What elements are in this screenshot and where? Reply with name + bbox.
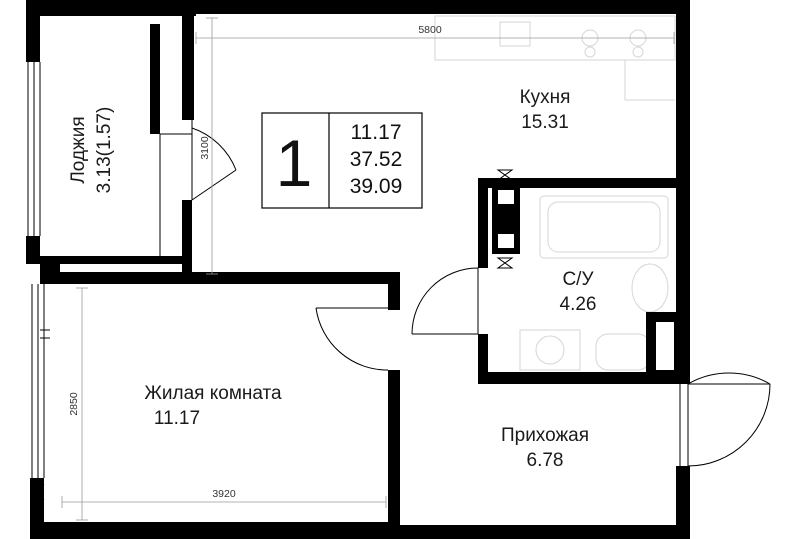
kitchen-loggia-door <box>159 120 237 256</box>
living-window <box>31 284 50 501</box>
dimension-kitchen-depth: 3100 <box>199 17 218 275</box>
kitchen-label: Кухня <box>520 87 571 108</box>
living-door <box>315 307 389 371</box>
hallway-label: Прихожая <box>501 425 589 446</box>
living-label: Жилая комната <box>144 383 282 404</box>
living-width-text: 3920 <box>212 488 236 500</box>
kitchen-area: 15.31 <box>521 112 569 133</box>
entrance-door <box>679 372 771 467</box>
dimension-living-depth: 2850 <box>68 287 88 521</box>
room-hallway: Прихожая 6.78 <box>501 425 589 471</box>
kitchen-depth-text: 3100 <box>199 136 211 160</box>
hallway-area: 6.78 <box>527 450 564 471</box>
total-area-with-loggia: 39.09 <box>350 175 403 198</box>
loggia-area: 3.13(1.57) <box>94 107 115 194</box>
living-area-total: 11.17 <box>351 121 402 144</box>
dimension-living-width: 3920 <box>61 488 387 508</box>
bathroom-fixtures <box>519 195 669 371</box>
bathroom-label: С/У <box>562 269 594 290</box>
room-kitchen: Кухня 15.31 <box>520 87 571 133</box>
bathroom-area: 4.26 <box>560 294 597 315</box>
loggia-label: Лоджия <box>68 116 89 183</box>
living-area: 11.17 <box>154 408 200 429</box>
total-area: 37.52 <box>350 148 403 171</box>
room-count: 1 <box>276 126 313 200</box>
bathroom-door <box>411 267 479 335</box>
loggia-window <box>27 62 41 236</box>
room-living: Жилая комната 11.17 <box>144 383 282 429</box>
room-loggia: Лоджия 3.13(1.57) <box>68 107 115 194</box>
kitchen-width-text: 5800 <box>418 24 442 36</box>
dimension-kitchen-width: 5800 <box>195 24 675 44</box>
riser-valves <box>496 169 514 269</box>
room-bathroom: С/У 4.26 <box>560 269 597 315</box>
walls <box>26 0 690 539</box>
living-depth-text: 2850 <box>68 392 80 416</box>
summary-box: 1 11.17 37.52 39.09 <box>261 112 423 209</box>
